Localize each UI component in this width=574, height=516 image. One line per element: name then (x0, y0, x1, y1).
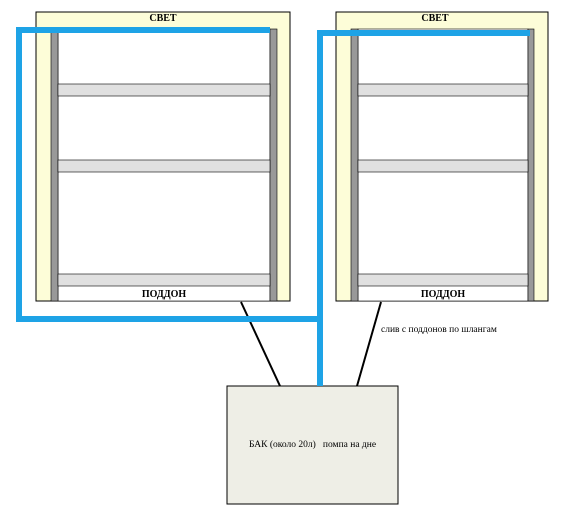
light-label-right: СВЕТ (421, 13, 449, 24)
rack-right-shelf-2 (357, 159, 529, 173)
rack-left-shelf-3 (57, 273, 271, 287)
tray-label-right: ПОДДОН (420, 289, 466, 300)
tray-label-left: ПОДДОН (141, 289, 187, 300)
rack-left-shelf-1 (57, 83, 271, 97)
tank-label: БАК (около 20л) (248, 440, 316, 450)
water-pipe (16, 27, 530, 386)
drain-hose-left (240, 301, 281, 387)
drain-note: слив с поддонов по шлангам (381, 325, 497, 335)
rack-right-shelf-1 (357, 83, 529, 97)
pump-note: помпа на дне (322, 440, 377, 450)
rack-left-upright-right (269, 28, 278, 302)
drain-hose-right (356, 301, 382, 387)
rack-right (335, 11, 549, 302)
rack-right-upright-left (350, 28, 359, 302)
rack-right-upright-right (527, 28, 535, 302)
rack-left-upright-left (50, 28, 59, 302)
light-label-left: СВЕТ (149, 13, 177, 24)
rack-right-shelf-3 (357, 273, 529, 287)
rack-left (35, 11, 291, 302)
tank (226, 385, 399, 505)
rack-left-shelf-2 (57, 159, 271, 173)
tank-label-group: БАК (около 20л) помпа на дне (227, 440, 398, 450)
